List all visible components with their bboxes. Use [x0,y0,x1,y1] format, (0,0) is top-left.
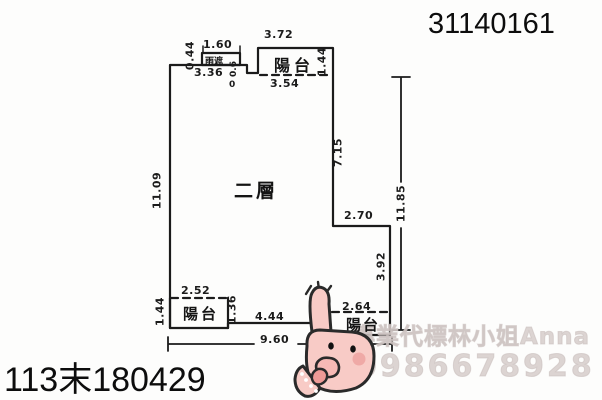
dim-bl-balcony-depth: 1.44 [153,296,167,327]
dim-step-width: 2.70 [344,209,374,222]
dim-top-balcony-depth: 1.44 [315,46,329,77]
dimension-line-right [391,76,411,331]
dim-right-lower-height: 3.92 [374,251,388,282]
dim-bl-balcony-width: 2.52 [181,284,211,297]
dim-top-balcony-width: 3.72 [264,28,294,41]
dim-bottom-middle-width: 4.44 [255,310,285,323]
dim-left-height: 11.09 [150,171,164,210]
top-balcony-label: 陽台 [274,56,315,75]
dim-right-upper-height: 7.15 [331,137,345,168]
bottom-right-balcony-label: 陽台 [346,316,381,334]
reference-number: 31140161 [428,8,555,40]
dim-br-balcony-width: 2.64 [342,300,372,313]
watermark-agent-name: 專業代標林小姐Anna [351,324,591,351]
dim-top-balcony-inner-width: 3.54 [270,77,300,90]
canopy-box [200,51,242,67]
case-number: 113末180429 [4,361,206,399]
dim-right-total-height: 11.85 [394,184,408,223]
dim-bl-balcony-inner-depth: 1.36 [225,294,239,325]
bottom-left-balcony [168,296,230,330]
dim-top-step-b: 0 [229,80,236,90]
dim-bottom-total-width: 9.60 [260,333,290,346]
canopy-dim-ticks [202,45,241,53]
room-label-second-floor: 二層 [234,180,279,202]
dim-canopy-width: 1.60 [203,38,233,51]
dim-top-step-a: 0.6 [229,61,239,77]
watermark-phone-number: 0986678928 [356,349,595,385]
canopy-label: 雨遮 [205,57,224,67]
bottom-left-balcony-label: 陽台 [183,305,220,323]
dim-top-left-width: 3.36 [194,66,224,79]
